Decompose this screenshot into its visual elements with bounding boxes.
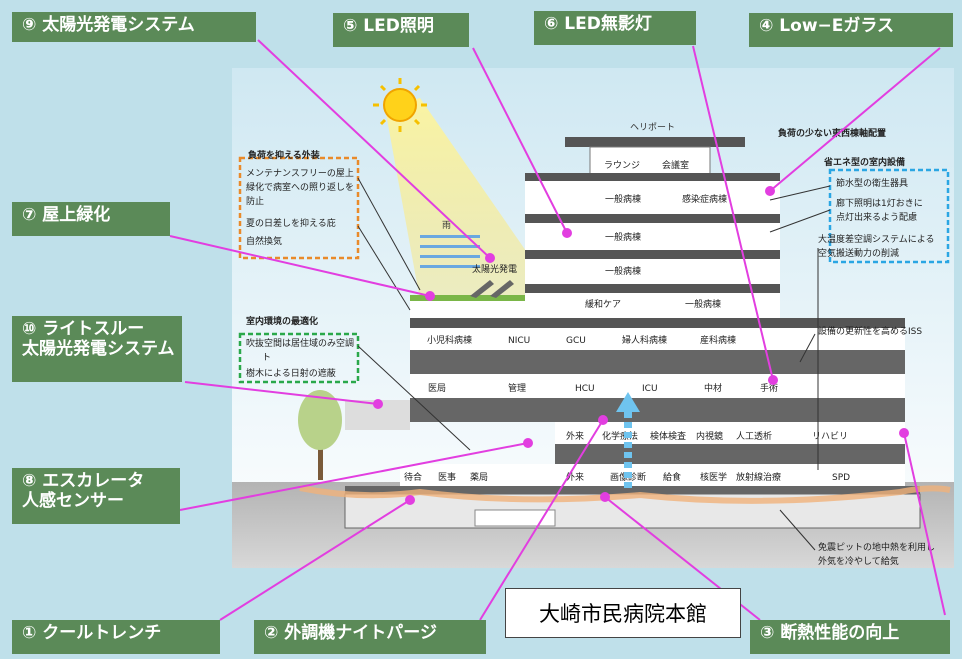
callout-light-through-solar: ⑩ ライトスルー 太陽光発電システム xyxy=(12,316,182,382)
geothermal-line-b: 外気を冷やして給気 xyxy=(818,555,899,567)
icu-label: ICU xyxy=(642,384,658,394)
energy-saving-box xyxy=(828,168,950,264)
catering-label: 給食 xyxy=(663,471,681,483)
slab-ground xyxy=(345,486,920,494)
ward-floors xyxy=(525,173,780,318)
pediatric-label: 小児科病棟 xyxy=(427,334,472,346)
callout-escalator-sensor: ⑧ エスカレータ 人感センサー xyxy=(12,468,180,524)
obstetric-label: 産科病棟 xyxy=(700,334,736,346)
dialysis-label: 人工透析 xyxy=(736,430,772,442)
iss-note: 設備の更新性を高めるISS xyxy=(818,325,922,337)
rain-icon xyxy=(420,235,480,268)
indoor-line-3: 樹木による日射の遮蔽 xyxy=(246,367,336,379)
sun-icon xyxy=(373,78,427,132)
energy-title: 省エネ型の室内設備 xyxy=(823,156,905,168)
ward-general-1: 一般病棟 xyxy=(605,193,641,205)
callout-light-through-line-1: ⑩ ライトスルー xyxy=(22,319,145,339)
indoor-title: 室内環境の最適化 xyxy=(246,315,318,327)
roof-garden-floor xyxy=(410,300,525,318)
nicu-label: NICU xyxy=(508,336,530,346)
ew-axis-note: 負荷の少ない東西棟軸配置 xyxy=(778,127,886,139)
callout-leader-lines xyxy=(169,39,946,621)
floor-3f xyxy=(410,374,905,398)
spd-label: SPD xyxy=(832,473,850,483)
lounge-label: ラウンジ xyxy=(604,160,640,171)
updraft-arrowhead xyxy=(616,392,640,412)
exterior-load-box xyxy=(238,156,360,260)
central-material-label: 中材 xyxy=(704,382,722,394)
callout-light-through-line-2: 太陽光発電システム xyxy=(22,338,175,359)
slab-1f-partial xyxy=(555,444,905,464)
callout-low-e-glass: ④ Low−Eガラス xyxy=(749,13,953,47)
nuclear-label: 核医学 xyxy=(700,471,727,483)
ward-general-4: 一般病棟 xyxy=(685,298,721,310)
surgery-label: 手術 xyxy=(760,382,778,394)
slab-3f xyxy=(410,350,905,374)
solar-panel-icon xyxy=(470,280,514,298)
annotation-pointers xyxy=(357,177,831,551)
slab-4f xyxy=(410,318,905,328)
energy-line-2b: 点灯出来るよう配慮 xyxy=(836,211,917,223)
rain-label: 雨 xyxy=(442,220,451,231)
energy-line-3b: 空気搬送動力の削減 xyxy=(818,247,899,259)
outpatient-2f-label: 外来 xyxy=(566,430,584,442)
callout-rooftop-greening: ⑦ 屋上緑化 xyxy=(12,202,170,236)
ward-infection: 感染症病棟 xyxy=(682,193,727,205)
roof-greenery xyxy=(410,295,525,301)
indoor-environment-box xyxy=(238,332,360,384)
waiting-label: 待合 xyxy=(404,471,422,483)
solar-panel-label: 太陽光発電 xyxy=(472,263,517,275)
palliative-label: 緩和ケア xyxy=(585,298,621,310)
endoscopy-label: 内視鏡 xyxy=(696,430,723,442)
exterior-load-title: 負荷を抑える外装 xyxy=(248,149,321,161)
management-label: 管理 xyxy=(508,382,526,394)
sunlight-beam xyxy=(385,98,560,300)
slab-2f xyxy=(410,398,905,422)
gynecology-label: 婦人科病棟 xyxy=(622,334,667,346)
exterior-load-line-3: 自然換気 xyxy=(246,235,282,247)
callout-leader-dots xyxy=(373,186,909,505)
indoor-line-2: ト xyxy=(262,353,271,363)
cool-trench-air-flow xyxy=(299,485,951,504)
exterior-load-line-1b: 緑化で病室への照り返しを xyxy=(246,181,354,193)
exterior-load-line-1a: メンテナンスフリーの屋上 xyxy=(246,168,354,179)
callout-cool-trench: ① クールトレンチ xyxy=(12,620,220,654)
geothermal-line-a: 免震ピットの地中熱を利用し xyxy=(818,541,935,553)
chemo-label: 化学療法 xyxy=(602,430,638,442)
callout-escalator-line-2: 人感センサー xyxy=(22,490,124,511)
exterior-load-line-1c: 防止 xyxy=(246,195,264,207)
pharmacy-label: 薬局 xyxy=(470,471,488,483)
callout-led-lighting: ⑤ LED照明 xyxy=(333,13,469,47)
callout-night-purge: ② 外調機ナイトパージ xyxy=(254,620,486,654)
medical-affairs-label: 医事 xyxy=(438,471,456,483)
energy-line-2a: 廊下照明は1灯おきに xyxy=(836,197,923,209)
meeting-label: 会議室 xyxy=(662,159,689,171)
callout-escalator-line-1: ⑧ エスカレータ xyxy=(22,471,145,491)
callout-solar-system: ⑨ 太陽光発電システム xyxy=(12,12,256,42)
radiotherapy-label: 放射線治療 xyxy=(736,471,781,483)
floor-1f xyxy=(400,464,905,486)
tree-icon xyxy=(298,390,342,480)
exterior-load-line-2: 夏の日差しを抑える庇 xyxy=(246,217,336,229)
exam-label: 検体検査 xyxy=(650,430,686,442)
energy-line-1: 節水型の衛生器具 xyxy=(836,177,908,189)
gcu-label: GCU xyxy=(566,336,586,346)
pit-room xyxy=(474,509,556,527)
heliport-label: ヘリポート xyxy=(630,122,675,133)
rehab-label: リハビリ xyxy=(812,431,848,442)
diagram-title: 大崎市民病院本館 xyxy=(505,588,741,638)
floor-4f xyxy=(410,328,905,350)
ward-general-3: 一般病棟 xyxy=(605,265,641,277)
indoor-line-1: 吹抜空間は居住域のみ空調 xyxy=(246,337,354,349)
callout-led-surgical-light: ⑥ LED無影灯 xyxy=(534,11,696,45)
callout-insulation: ③ 断熱性能の向上 xyxy=(750,620,950,654)
ward-general-2: 一般病棟 xyxy=(605,231,641,243)
medical-office-label: 医局 xyxy=(428,383,446,394)
hcu-label: HCU xyxy=(575,384,595,394)
heliport-deck xyxy=(565,137,745,147)
energy-line-3a: 大温度差空調システムによる xyxy=(818,233,934,245)
